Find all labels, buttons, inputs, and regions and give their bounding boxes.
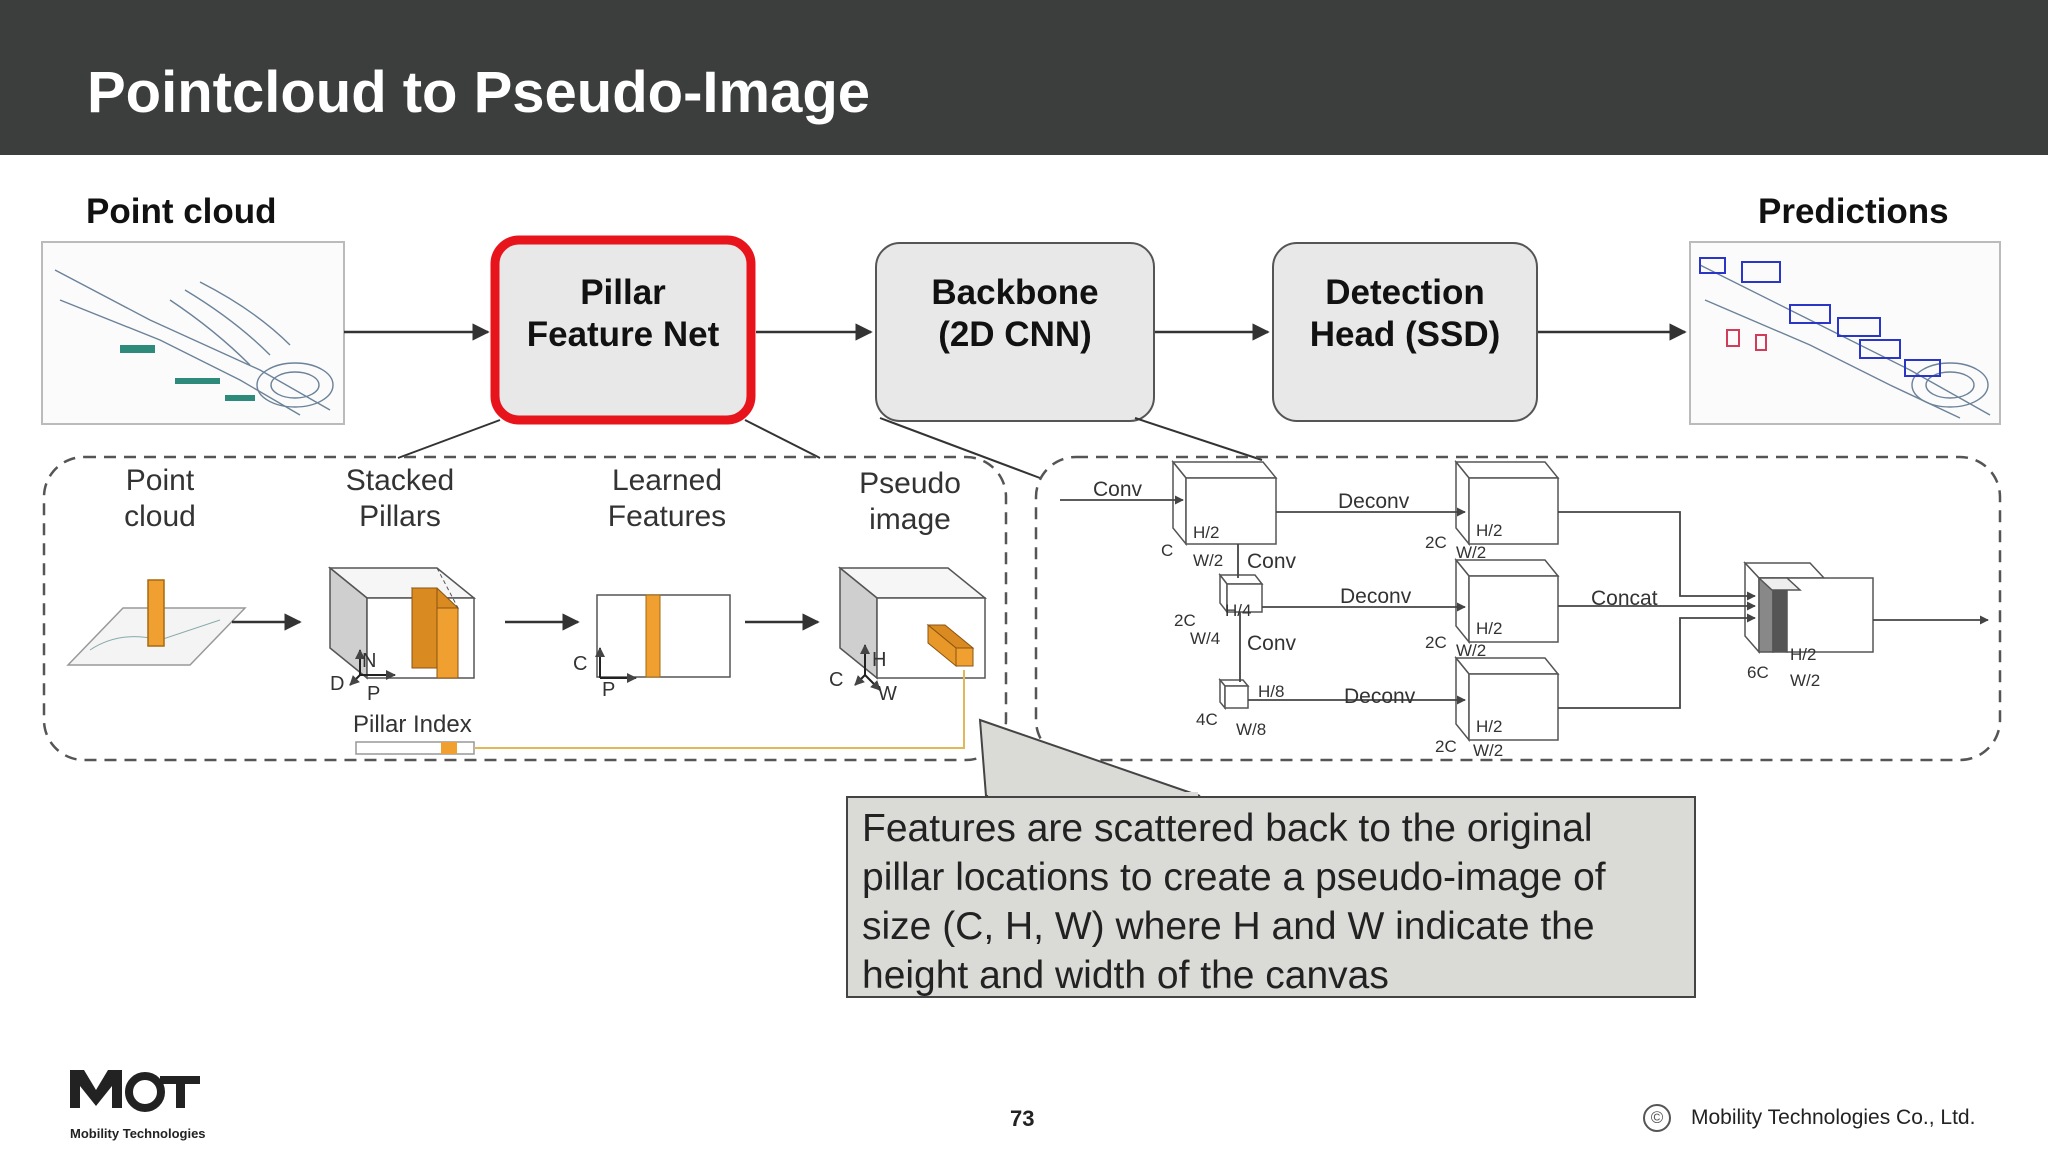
dim-label: H/2 (1476, 521, 1502, 540)
dim-label: 2C (1435, 737, 1457, 756)
mot-logo (70, 1070, 200, 1112)
op-label-conv-2: Conv (1247, 550, 1297, 573)
axis-label-w1: W (878, 683, 897, 705)
axis-label-h1: H (872, 649, 886, 671)
op-label-deconv-1: Deconv (1338, 490, 1410, 513)
dim-label: W/2 (1456, 641, 1486, 660)
backbone-block: Backbone(2D CNN) (875, 242, 1155, 422)
predictions-heading: Predictions (1758, 192, 1949, 231)
dim-label: C (1161, 541, 1173, 560)
op-label-deconv-2: Deconv (1340, 585, 1412, 608)
backbone-feature-blocks (1171, 459, 1874, 743)
page-number: 73 (1010, 1106, 1035, 1131)
callout-text: Features are scattered back to the origi… (862, 807, 1606, 997)
op-label-deconv-3: Deconv (1344, 685, 1416, 708)
dim-label: 6C (1747, 663, 1769, 682)
op-label-conv-3: Conv (1247, 632, 1297, 655)
output-predictions-image (1689, 241, 2001, 425)
mini-point-cloud (66, 579, 247, 666)
backbone-connectors (1060, 495, 1989, 709)
dim-label: 2C (1174, 611, 1196, 630)
pillar-index-bar (355, 670, 965, 755)
axis-label-c2: C (829, 669, 843, 691)
op-label-concat: Concat (1591, 587, 1658, 610)
learned-features-axes (595, 647, 637, 683)
slide-title: Pointcloud to Pseudo-Image (87, 60, 871, 125)
backbone-panel (1034, 455, 2002, 762)
point-cloud-heading: Point cloud (86, 192, 277, 231)
title-bar (0, 0, 2048, 155)
pseudo-image-axes (854, 644, 881, 691)
dim-label: W/2 (1193, 551, 1223, 570)
copyright-icon: © (1643, 1104, 1671, 1132)
callout-pointer (978, 718, 1201, 797)
pillar-feature-panel (42, 455, 1008, 762)
dim-label: 4C (1196, 710, 1218, 729)
stacked-pillars-axes (349, 649, 396, 686)
dimension-labels: C H/2 W/2 2C H/4 W/4 4C H/8 W/8 2C H/2 W… (1161, 521, 1820, 760)
pseudo-image-cube (837, 566, 988, 680)
axis-label-c1: C (573, 653, 587, 675)
dim-label: H/2 (1790, 645, 1816, 664)
dim-label: 2C (1425, 533, 1447, 552)
stacked-pillars-cube (327, 566, 477, 680)
dim-label: W/2 (1790, 671, 1820, 690)
logo-caption: Mobility Technologies (70, 1126, 206, 1141)
dim-label: H/2 (1476, 619, 1502, 638)
dim-label: W/2 (1456, 543, 1486, 562)
learned-features-grid (596, 594, 731, 678)
axis-label-d: D (330, 673, 344, 695)
axis-label-p1: P (367, 683, 380, 705)
dim-label: W/2 (1473, 741, 1503, 760)
callout-box: Features are scattered back to the origi… (846, 796, 1696, 998)
dim-label: H/4 (1225, 601, 1251, 620)
input-pointcloud-image (41, 241, 345, 425)
copyright-text: Mobility Technologies Co., Ltd. (1691, 1106, 1976, 1129)
dim-label: H/8 (1258, 682, 1284, 701)
axis-label-p2: P (602, 679, 615, 701)
dim-label: W/4 (1190, 629, 1220, 648)
axis-label-n: N (362, 650, 376, 672)
dim-label: 2C (1425, 633, 1447, 652)
pillar-index-label: Pillar Index (353, 711, 472, 738)
dim-label: W/8 (1236, 720, 1266, 739)
dim-label: H/2 (1193, 523, 1219, 542)
detail-connectors (397, 417, 1263, 479)
dim-label: H/2 (1476, 717, 1502, 736)
backbone-label: Backbone(2D CNN) (931, 273, 1098, 354)
op-label-conv-1: Conv (1093, 478, 1143, 501)
